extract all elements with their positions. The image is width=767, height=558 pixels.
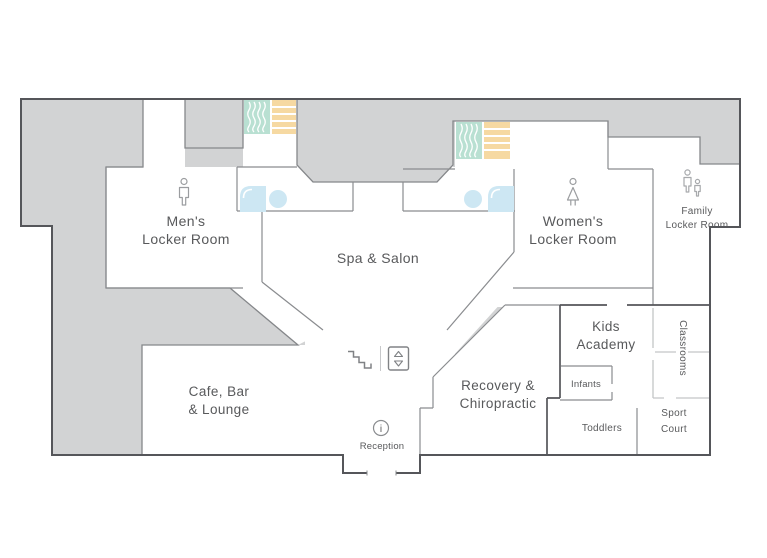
entrance-door-gap: [366, 470, 397, 476]
label-spa-salon: Spa & Salon: [337, 250, 419, 266]
classroom-partitions: [652, 308, 710, 399]
label-kids-line2: Academy: [576, 337, 635, 352]
label-womens-line1: Women's: [543, 213, 603, 229]
mens-hot-tub-icon: [240, 186, 287, 212]
label-toddlers: Toddlers: [582, 423, 622, 434]
label-mens-line1: Men's: [167, 213, 206, 229]
label-cafe-line2: & Lounge: [188, 402, 249, 417]
interior-walls: [105, 121, 654, 455]
mens-steam-room-icon: [244, 100, 270, 134]
building-outline: [20, 98, 741, 474]
label-sport-line1: Sport: [661, 408, 686, 419]
kids-academy-walls: [546, 304, 710, 455]
corridor-cafe: [230, 280, 325, 345]
stairs-icon: [348, 350, 372, 369]
label-family-line1: Family: [681, 206, 712, 217]
core-small-block: [184, 98, 244, 149]
label-recovery-line1: Recovery &: [461, 378, 535, 393]
family-icon: [683, 169, 701, 197]
room-cafe: [142, 345, 343, 455]
label-womens-line2: Locker Room: [529, 231, 617, 247]
mens-top-slot: [143, 99, 185, 167]
label-infants: Infants: [571, 379, 601, 390]
female-icon: [566, 177, 580, 206]
womens-steam-room-icon: [456, 122, 482, 159]
label-classrooms: Classrooms: [677, 320, 688, 376]
mens-sauna-icon: [272, 100, 296, 134]
womens-sauna-icon: [484, 122, 510, 159]
mens-plunge-pool-icon: [269, 190, 287, 208]
corridor-recovery: [433, 250, 514, 378]
room-spa-salon: [262, 165, 514, 330]
male-icon: [178, 177, 190, 206]
room-kids-area: [543, 305, 710, 455]
info-icon: i: [372, 419, 390, 437]
info-icon-glyph: i: [380, 424, 382, 435]
label-family-line2: Locker Room: [666, 220, 729, 231]
womens-plunge-pool-icon: [464, 190, 482, 208]
elevator-icon: [387, 346, 410, 371]
room-family-locker: [608, 137, 740, 305]
label-sport-line2: Court: [661, 424, 687, 435]
label-kids-line1: Kids: [592, 319, 620, 334]
corridor-kids: [490, 286, 653, 307]
entrance-vestibule: [343, 455, 420, 473]
label-recovery-line2: Chiropractic: [460, 396, 537, 411]
womens-hot-tub-icon: [464, 186, 514, 212]
label-reception: Reception: [360, 441, 405, 452]
label-cafe-line1: Cafe, Bar: [189, 384, 250, 399]
room-recovery: [420, 305, 560, 455]
label-mens-line2: Locker Room: [142, 231, 230, 247]
